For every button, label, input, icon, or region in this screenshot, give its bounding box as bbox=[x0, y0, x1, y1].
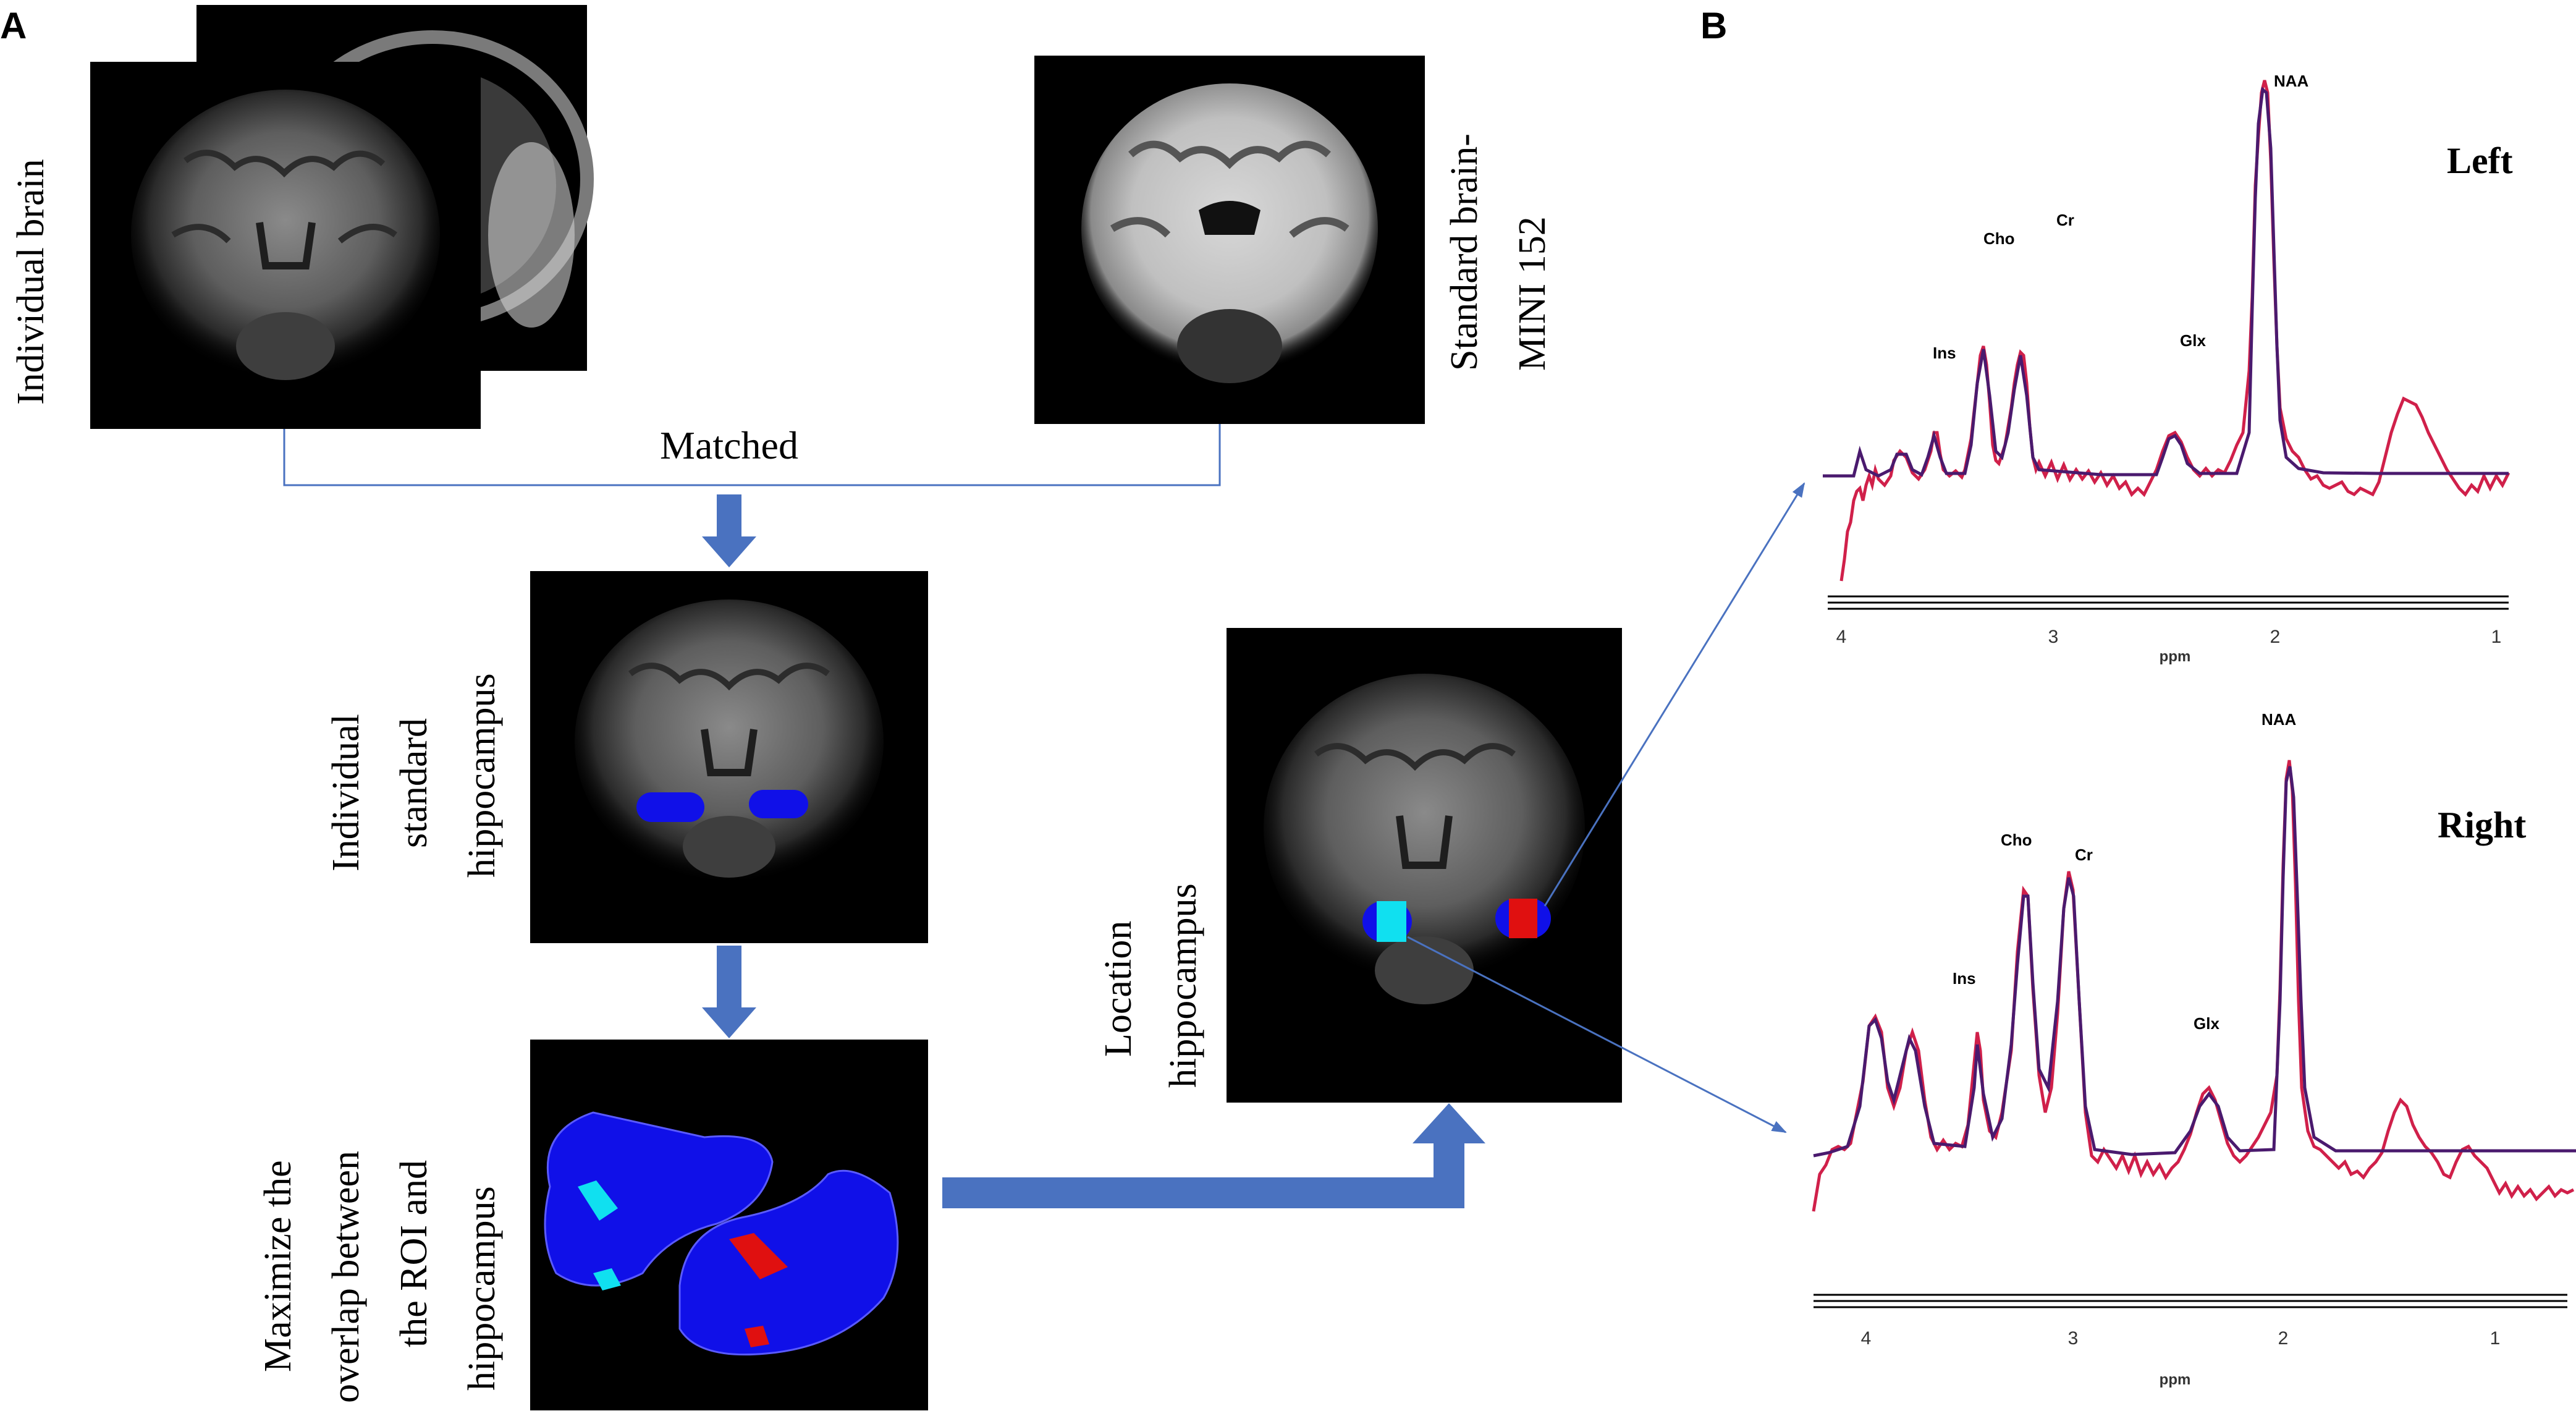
left-tick-4: 4 bbox=[1836, 627, 1847, 647]
location-roi-left-cyan bbox=[1377, 901, 1406, 942]
standard-brain-image bbox=[1034, 56, 1425, 424]
maximize-label-line4: hippocampus bbox=[461, 1186, 503, 1391]
right-peak-ins: Ins bbox=[1953, 969, 1976, 988]
hippocampus-roi-left bbox=[636, 792, 704, 822]
arrow-to-left-spectrum bbox=[1543, 482, 1805, 907]
left-peak-ins: Ins bbox=[1933, 344, 1956, 362]
roi-red-patch-2 bbox=[745, 1326, 769, 1347]
arrow-to-right-spectrum bbox=[1407, 936, 1787, 1133]
left-spectrum-raw bbox=[1839, 80, 2511, 582]
right-tick-4: 4 bbox=[1861, 1328, 1872, 1349]
individual-std-label-line1: Individual bbox=[325, 714, 367, 871]
block-arrow-down-1 bbox=[702, 494, 756, 567]
standard-brain-label-line1: Standard brain- bbox=[1443, 133, 1485, 371]
left-tick-1: 1 bbox=[2491, 627, 2502, 647]
overlap-3d-hippocampus-image bbox=[530, 1040, 928, 1410]
left-tick-3: 3 bbox=[2048, 627, 2059, 647]
right-peak-naa: NAA bbox=[2261, 710, 2297, 729]
maximize-label-line2: overlap between bbox=[325, 1151, 367, 1403]
left-title: Left bbox=[2447, 140, 2513, 181]
left-xlabel: ppm bbox=[2160, 648, 2191, 665]
block-arrow-down-2 bbox=[702, 946, 756, 1038]
right-title: Right bbox=[2438, 805, 2526, 845]
right-xlabel: ppm bbox=[2160, 1371, 2191, 1388]
left-peak-cho: Cho bbox=[1983, 229, 2015, 248]
standard-brain-label-line2: MINI 152 bbox=[1511, 216, 1553, 371]
right-spectrum: 4 3 2 1 ppm Right NAA Cr Cho Ins Glx bbox=[1812, 710, 2576, 1388]
right-tick-1: 1 bbox=[2490, 1328, 2501, 1349]
maximize-label-line1: Maximize the bbox=[257, 1160, 299, 1372]
roi-red-patch bbox=[729, 1233, 788, 1279]
left-peak-cr: Cr bbox=[2056, 211, 2074, 229]
left-peak-naa: NAA bbox=[2274, 72, 2309, 90]
right-tick-3: 3 bbox=[2068, 1328, 2079, 1349]
right-peak-glx: Glx bbox=[2194, 1014, 2219, 1033]
panel-a-label: A bbox=[0, 5, 27, 46]
left-spectrum: 4 3 2 1 ppm Left NAA Cr Cho Ins Glx bbox=[1823, 72, 2513, 665]
hippocampus-roi-right bbox=[749, 790, 808, 818]
roi-cyan-patch bbox=[578, 1180, 618, 1221]
left-peak-glx: Glx bbox=[2180, 331, 2206, 350]
individual-standard-hippocampus-image bbox=[530, 571, 928, 943]
individual-std-label-line3: hippocampus bbox=[461, 673, 503, 878]
right-peak-cho: Cho bbox=[2001, 831, 2032, 849]
location-label-line2: hippocampus bbox=[1162, 883, 1204, 1088]
location-label-line1: Location bbox=[1097, 921, 1139, 1057]
right-spectrum-fit bbox=[1813, 766, 2576, 1158]
location-hippocampus-image bbox=[1227, 628, 1622, 1103]
individual-brain-label: Individual brain bbox=[10, 159, 52, 405]
left-tick-2: 2 bbox=[2270, 627, 2281, 647]
left-spectrum-fit bbox=[1823, 87, 2509, 478]
matched-label: Matched bbox=[660, 423, 798, 467]
individual-brain-coronal-image bbox=[90, 62, 481, 429]
right-tick-2: 2 bbox=[2278, 1328, 2289, 1349]
maximize-label-line3: the ROI and bbox=[393, 1160, 435, 1347]
individual-std-label-line2: standard bbox=[393, 718, 435, 848]
block-arrow-right-up bbox=[942, 1103, 1485, 1208]
roi-cyan-patch-2 bbox=[593, 1268, 621, 1290]
matched-connector-line bbox=[283, 424, 1221, 486]
right-peak-cr: Cr bbox=[2075, 845, 2093, 864]
panel-b-label: B bbox=[1700, 5, 1727, 46]
location-roi-right-red bbox=[1509, 899, 1537, 938]
